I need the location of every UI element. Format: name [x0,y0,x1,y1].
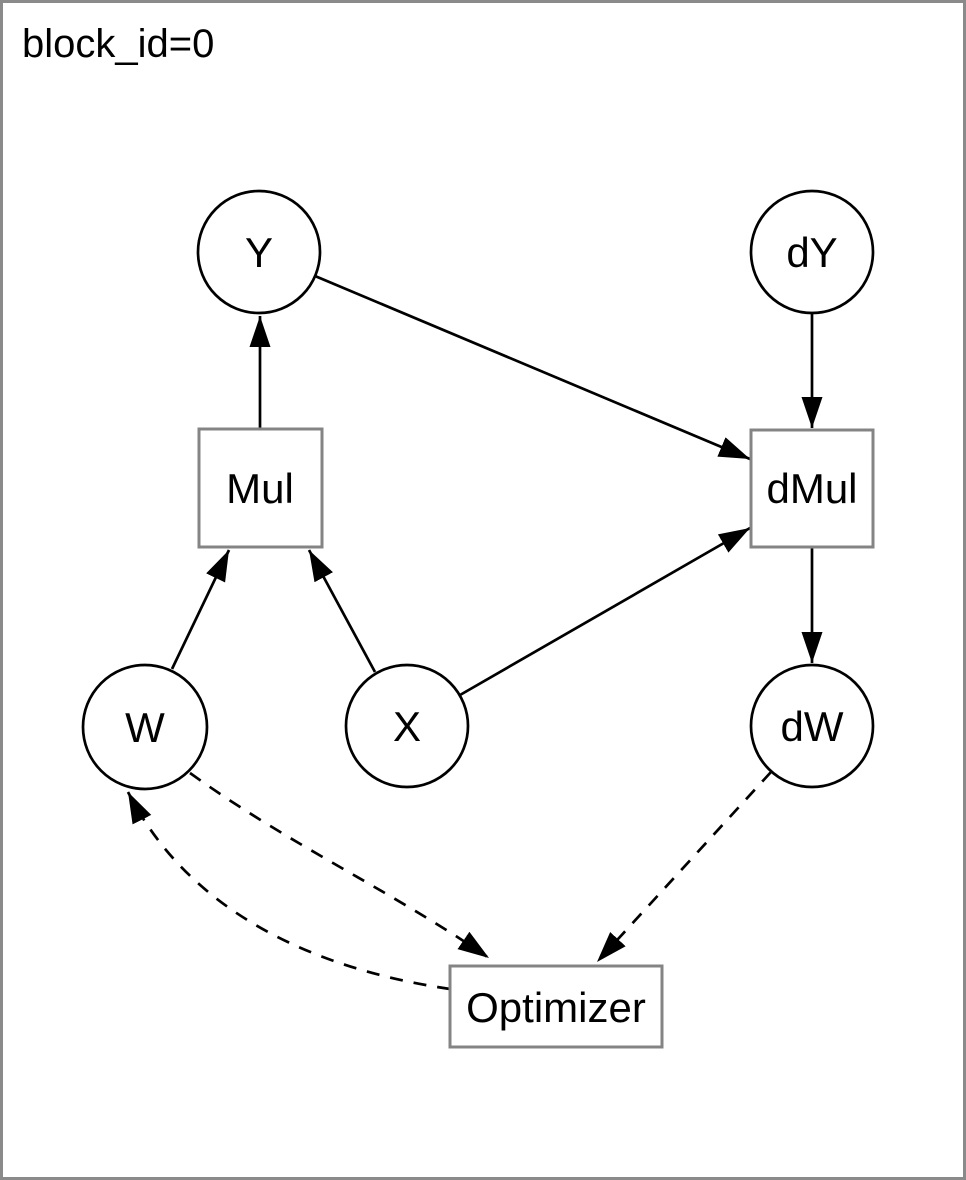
node-y-shape [196,189,322,315]
node-dw-label: dW [781,703,844,750]
edge-w-to-mul [170,549,231,670]
node-mul-label: Mul [226,465,294,512]
node-dy-label: dY [786,229,837,276]
edge-x-to-dmul [459,526,751,697]
edge-optimizer-to-w [126,791,451,991]
edge-w-to-optimizer [189,771,490,960]
node-x: X [344,663,470,789]
node-y: Y [196,189,322,315]
edge-dw-to-optimizer [596,771,772,963]
node-w-label: W [125,704,165,751]
node-dmul-label: dMul [766,465,857,512]
edge-y-to-dmul [314,274,751,461]
edge-x-to-mul [307,549,377,673]
block-id-label: block_id=0 [22,22,214,66]
node-optimizer: Optimizer [448,964,664,1049]
node-dw-shape [749,663,875,789]
node-dy-shape [749,189,875,315]
node-w-shape [81,663,209,791]
node-dmul: dMul [749,428,875,549]
node-y-label: Y [245,229,273,276]
node-dy: dY [749,189,875,315]
node-dw: dW [749,663,875,789]
node-x-label: X [393,703,421,750]
node-x-shape [344,663,470,789]
node-dmul-shape [749,428,875,549]
node-mul: Mul [197,427,324,549]
node-optimizer-label: Optimizer [466,984,646,1031]
node-mul-shape [197,427,324,549]
node-w: W [81,663,209,791]
node-optimizer-shape [448,964,664,1049]
